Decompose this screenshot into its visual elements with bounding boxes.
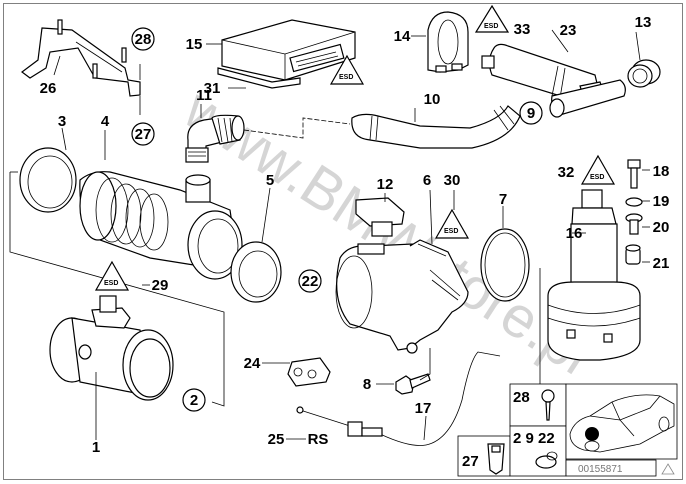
svg-text:33: 33 [514,21,531,38]
svg-text:27: 27 [462,453,479,470]
callout-33[interactable]: 33 [514,21,531,38]
warning-triangle-29: ESD [94,260,130,291]
callout-29[interactable]: 29 [152,277,169,294]
callout-23[interactable]: 23 [560,22,577,39]
callout-1[interactable]: 1 [92,439,100,456]
callout-18[interactable]: 18 [653,163,670,180]
part-1-air-mass-meter[interactable] [49,295,174,401]
location-marker-dot [585,427,599,441]
svg-text:22: 22 [302,273,319,290]
svg-text:9: 9 [527,105,535,122]
part-15-control-unit[interactable] [217,19,356,89]
leader-lines [9,27,650,441]
legend-box-hose-clamp[interactable]: 2 9 22 [509,425,567,477]
svg-text:28: 28 [135,31,152,48]
callout-28-circled[interactable]: 28 [131,27,155,51]
callout-22-circled[interactable]: 22 [298,269,322,293]
part-12-sensor[interactable] [355,197,405,237]
part-11-elbow[interactable] [185,114,245,163]
callout-17[interactable]: 17 [415,400,432,417]
callout-14[interactable]: 14 [394,28,411,45]
part-23-valve[interactable] [481,43,626,118]
callout-32[interactable]: 32 [558,164,575,181]
callout-15[interactable]: 15 [186,36,203,53]
svg-text:ESD: ESD [339,74,353,81]
callout-20[interactable]: 20 [653,219,670,236]
part-24-cable-holder[interactable] [287,357,331,387]
callout-13[interactable]: 13 [635,14,652,31]
svg-text:ESD: ESD [444,228,458,235]
svg-text:2: 2 [190,392,198,409]
callout-12[interactable]: 12 [377,176,394,193]
callout-4[interactable]: 4 [101,113,110,130]
triangle-marker-icon [661,463,675,475]
legend-box-28[interactable]: 28 [509,383,567,427]
svg-text:31: 31 [204,80,221,97]
part-8-bolt[interactable] [395,373,431,395]
svg-text:RS: RS [308,431,329,448]
svg-text:25: 25 [268,431,285,448]
part-10-hose[interactable] [351,105,521,149]
callout-3[interactable]: 3 [58,113,66,130]
part-5-ring[interactable] [230,241,282,303]
part-21-mount[interactable] [625,244,641,265]
callout-19[interactable]: 19 [653,193,670,210]
callout-2-circled[interactable]: 2 [182,388,206,412]
part-13-grommet[interactable] [627,59,661,88]
callout-6[interactable]: 6 [423,172,431,189]
diagram-frame [3,3,683,480]
warning-triangle-31: ESD [329,54,365,85]
callout-10[interactable]: 10 [424,91,441,108]
warning-triangle-33: ESD [474,4,510,33]
callout-9-circled[interactable]: 9 [519,101,543,125]
part-7-gasket[interactable] [480,228,530,302]
callout-21[interactable]: 21 [653,255,670,272]
part-17-bowden-cable[interactable] [296,351,501,446]
callout-24[interactable]: 24 [244,355,261,372]
part-3-ring[interactable] [19,147,77,213]
part-14-clip[interactable] [427,11,469,73]
part-18-bolt[interactable] [627,159,641,189]
part-19-washer[interactable] [625,197,643,207]
callout-30[interactable]: 30 [444,172,461,189]
part-16-actuator[interactable] [547,189,641,361]
callout-16[interactable]: 16 [566,225,583,242]
svg-text:2 9 22: 2 9 22 [513,430,555,447]
part-20-bushing[interactable] [625,213,643,235]
svg-text:ESD: ESD [104,280,118,287]
part-4-intake-boot[interactable] [79,171,243,280]
callout-27-circled[interactable]: 27 [131,122,155,146]
svg-text:ESD: ESD [484,23,498,30]
callout-25-rs[interactable]: 25 RS [268,431,329,448]
callout-31[interactable]: 31 [204,80,221,97]
car-locator-thumbnail [565,383,678,460]
image-code-box: 00155871 [565,459,657,477]
svg-text:28: 28 [513,389,530,406]
warning-triangle-32: ESD [580,154,616,185]
part-26-bracket[interactable] [21,19,141,97]
svg-text:27: 27 [135,126,152,143]
callout-5[interactable]: 5 [266,172,274,189]
callout-26[interactable]: 26 [40,80,57,97]
warning-triangle-30: ESD [434,208,470,239]
callout-7[interactable]: 7 [499,191,507,208]
svg-text:ESD: ESD [590,174,604,181]
callout-8[interactable]: 8 [363,376,371,393]
callout-11[interactable]: 11 [196,87,212,104]
svg-text:00155871: 00155871 [578,464,623,475]
legend-box-27[interactable]: 27 [457,435,511,477]
part-6-throttle-housing[interactable] [335,239,469,354]
